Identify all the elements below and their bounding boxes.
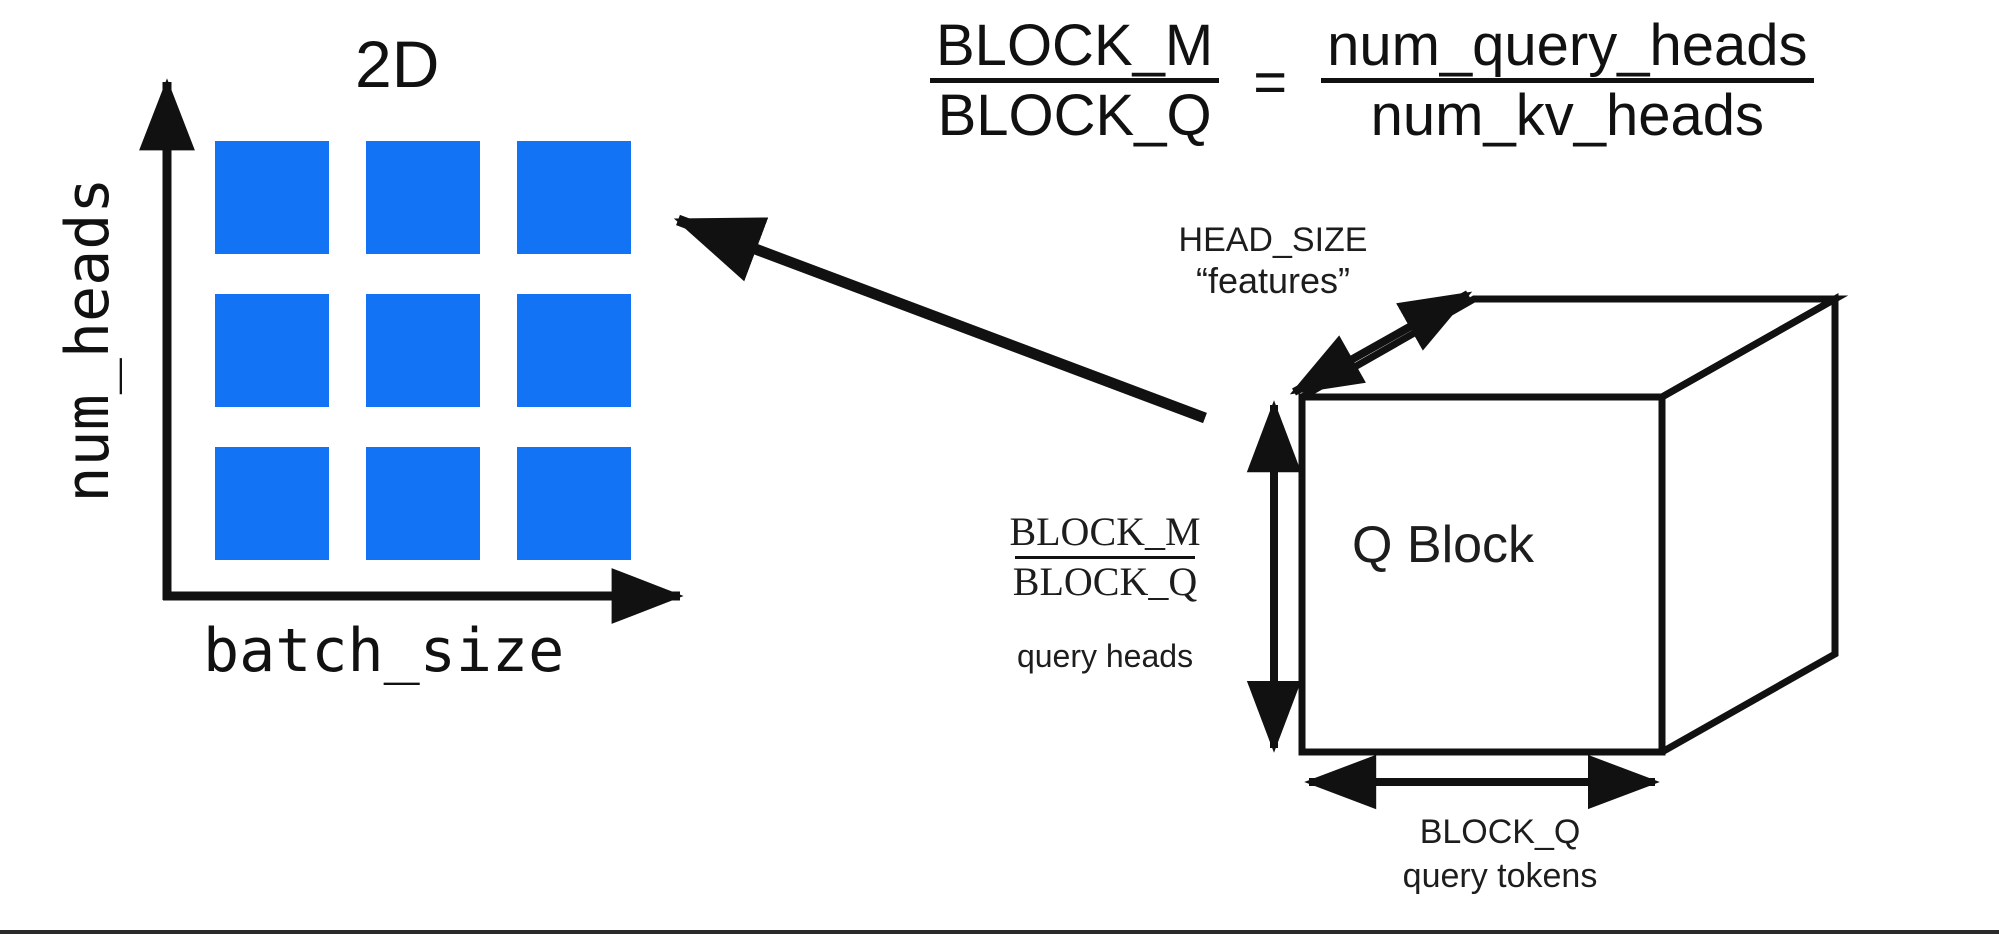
head-size-arrow	[1289, 290, 1473, 396]
height-fraction: BLOCK_M BLOCK_Q	[1009, 511, 1200, 603]
fraction-bar	[930, 78, 1220, 84]
query-heads-caption: query heads	[1016, 638, 1194, 674]
ratio-equation: BLOCK_M BLOCK_Q = num_query_heads num_kv…	[930, 16, 1814, 145]
equation-rhs-numerator: num_query_heads	[1327, 13, 1808, 78]
mapping-arrow	[673, 214, 1207, 424]
grid-cell	[517, 294, 631, 407]
equation-rhs-fraction: num_query_heads num_kv_heads	[1321, 13, 1814, 149]
block-q-name: BLOCK_Q	[1419, 813, 1581, 851]
grid-cells	[215, 141, 631, 560]
equation-rhs-denominator: num_kv_heads	[1370, 83, 1764, 149]
q-block-face-label: Q Block	[1352, 516, 1535, 574]
grid-cell	[366, 141, 480, 254]
page-title: 2D	[355, 27, 440, 101]
block-m-over-block-q-label: BLOCK_M BLOCK_Q	[1009, 511, 1200, 603]
height-fraction-numerator: BLOCK_M	[1009, 509, 1201, 554]
head-size-label-line1: HEAD_SIZE	[1178, 221, 1368, 259]
equation-lhs-numerator: BLOCK_M	[936, 13, 1214, 78]
equation-lhs-fraction: BLOCK_M BLOCK_Q	[930, 13, 1220, 149]
grid-cell	[517, 447, 631, 560]
grid-cell	[366, 294, 480, 407]
grid-cell	[215, 294, 329, 407]
fraction-bar	[1015, 555, 1195, 559]
block-q-width-label: BLOCK_Q query tokens	[1290, 810, 1710, 898]
grid-cell	[517, 141, 631, 254]
y-axis-label: num_heads	[53, 177, 123, 503]
cube-front-face	[1298, 393, 1666, 756]
cube-right-face	[1660, 292, 1839, 756]
grid-cell	[215, 141, 329, 254]
grid-cell	[366, 447, 480, 560]
query-tokens-caption: query tokens	[1402, 857, 1598, 896]
x-axis-label: batch_size	[203, 616, 565, 686]
grid-cell	[215, 447, 329, 560]
head-size-label: HEAD_SIZE “features”	[1148, 220, 1398, 303]
equals-sign: =	[1253, 50, 1288, 116]
equation-lhs-denominator: BLOCK_Q	[937, 83, 1212, 149]
height-fraction-denominator: BLOCK_Q	[1012, 558, 1198, 604]
head-size-label-line2: “features”	[1195, 260, 1351, 302]
fraction-bar	[1321, 78, 1814, 84]
